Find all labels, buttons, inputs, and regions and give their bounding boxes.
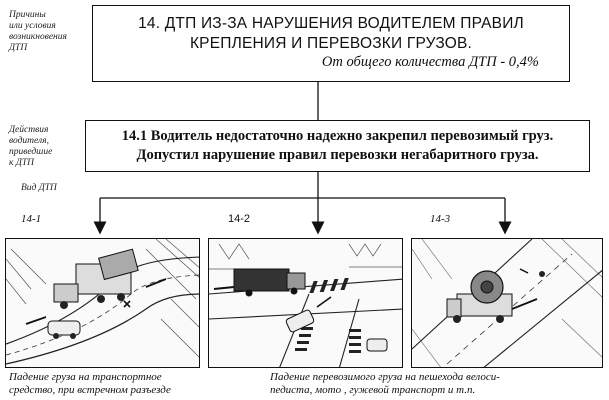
actions-line: Действия (9, 125, 49, 135)
actions-side-note: Действия водителя, приведшие к ДТП (9, 125, 84, 169)
share-text: От общего количества ДТП - 0,4% (321, 54, 539, 70)
illustration-14-3 (411, 238, 603, 368)
actions-line: водителя, (9, 136, 49, 146)
actions-line: приведшие (9, 147, 53, 157)
causes-line: возникновения (9, 32, 67, 42)
action-line-2: Допустил нарушение правил перевозки нега… (136, 147, 539, 163)
causes-side-note: Причины или условия возникновения ДТП (9, 10, 89, 54)
illustration-14-2 (208, 238, 403, 368)
caption-right: Падение перевозимого груза на пешехода в… (270, 371, 500, 397)
causes-line: Причины (9, 10, 46, 20)
caption-right-line: Падение перевозимого груза на пешехода в… (270, 371, 500, 383)
panel-label-14-3: 14-3 (430, 213, 451, 225)
actions-line: к ДТП (9, 158, 35, 168)
caption-left-line: Падение груза на транспортное (9, 371, 162, 383)
caption-right-line: педиста, мото , гужевой транспорт и т.п. (270, 384, 476, 396)
panel-label-14-1: 14-1 (21, 213, 42, 225)
caption-left: Падение груза на транспортное средство, … (9, 371, 171, 397)
causes-line: ДТП (9, 43, 28, 53)
title-box: 14. ДТП ИЗ-ЗА НАРУШЕНИЯ ВОДИТЕЛЕМ ПРАВИЛ… (92, 5, 570, 82)
caption-left-line: средство, при встречном разъезде (9, 384, 171, 396)
illustration-14-1 (5, 238, 200, 368)
causes-line: или условия (9, 21, 56, 31)
title-line-2: КРЕПЛЕНИЯ И ПЕРЕВОЗКИ ГРУЗОВ. (189, 35, 473, 52)
title-line-1: 14. ДТП ИЗ-ЗА НАРУШЕНИЯ ВОДИТЕЛЕМ ПРАВИЛ (138, 15, 524, 32)
type-side-note: Вид ДТП (21, 183, 57, 193)
action-line-1: 14.1 Водитель недостаточно надежно закре… (121, 128, 554, 144)
panel-label-14-2: 14-2 (228, 213, 251, 225)
driver-action-box: 14.1 Водитель недостаточно надежно закре… (85, 120, 590, 172)
